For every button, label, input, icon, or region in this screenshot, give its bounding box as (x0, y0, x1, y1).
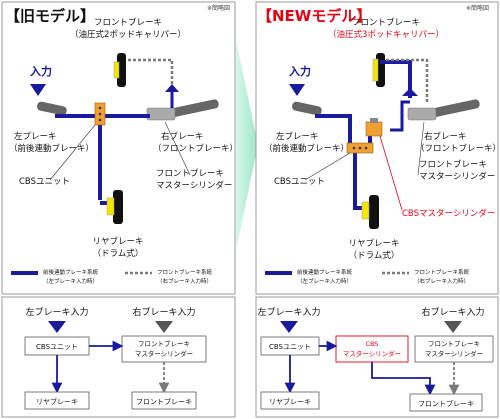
right-brake-sub-label: （フロントブレーキ） (153, 143, 238, 154)
new-rear-wheel (361, 195, 379, 229)
new-flow-master-sub-text: マスターシリンダー (425, 349, 483, 358)
new-model-title: 【NEWモデル】 (257, 7, 371, 25)
new-front-line-arrow-icon (402, 88, 418, 96)
legend-dotted-sub-label: （右ブレーキ入力時） (157, 277, 212, 285)
new-input-arrow-icon (289, 84, 305, 96)
flow-cbs-unit-text: CBSユニット (36, 343, 78, 351)
flow-front-box (131, 391, 197, 410)
new-front-brake-dotted-line (386, 58, 429, 104)
old-model-title: 【旧モデル】 (5, 7, 95, 25)
new-flow-right-input-arrow-icon (444, 321, 462, 333)
new-legend-solid-sub-label: （左ブレーキ入力時） (297, 277, 352, 285)
new-flow-cbs-unit-text: CBSユニット (269, 343, 311, 351)
new-flow-rear-text: リヤブレーキ (269, 397, 311, 406)
new-flow-cbs-master-sub-text: マスターシリンダー (343, 349, 401, 358)
new-right-brake-label: 右ブレーキ (424, 131, 467, 142)
comparison-divider-arrow (236, 40, 258, 250)
cbs-master-cylinder-block (365, 121, 383, 137)
new-flow-right-input-label: 右ブレーキ入力 (421, 306, 484, 318)
flow-left-input-arrow-icon (48, 321, 66, 333)
new-flow-chart: 左ブレーキ入力 右ブレーキ入力 CBSユニット CBS マスターシリンダー フロ… (255, 296, 499, 418)
new-front-brake-caliper-label: （油圧式3ポッドキャリパー） (328, 29, 444, 40)
input-label: 入力 (30, 64, 52, 78)
master-cylinder-sub-label: マスターシリンダー (156, 180, 232, 191)
legend-dotted-label: フロントブレーキ系統 (157, 268, 213, 276)
new-legend-dotted-label: フロントブレーキ系統 (414, 268, 470, 276)
flow-rear-box (24, 391, 90, 410)
front-brake-label: フロントブレーキ (94, 17, 162, 28)
cbs-master-cylinder-label: CBSマスターシリンダー (402, 208, 495, 219)
new-handlebar-graphic (292, 99, 480, 121)
flow-master-text: フロントブレーキ (138, 339, 190, 348)
diagram-note-right: ※簡略図 (466, 4, 489, 12)
right-brake-label: 右ブレーキ (161, 131, 204, 142)
new-flow-left-input-label: 左ブレーキ入力 (257, 306, 320, 318)
front-wheel (113, 53, 126, 87)
new-flow-cbs-master-text: CBS (365, 340, 378, 348)
new-cbs-unit-label: CBSユニット (274, 177, 325, 187)
new-input-label: 入力 (289, 64, 311, 78)
diagram-note: ※簡略図 (207, 4, 230, 12)
flow-front-text: フロントブレーキ (136, 397, 192, 406)
new-model-panel: 【NEWモデル】 ※簡略図 フロントブレーキ （油圧式3ポッドキャリパー） 入力… (255, 1, 500, 295)
new-front-brake-label: フロントブレーキ (352, 17, 420, 28)
flow-right-input-arrow-icon (155, 321, 173, 333)
flow-rear-text: リヤブレーキ (36, 397, 78, 406)
old-model-panel: 【旧モデル】 ※簡略図 フロントブレーキ （油圧式2ポッドキャリパー） 入力 (1, 1, 238, 295)
new-flow-cbs-master-box (335, 335, 409, 363)
left-brake-sub-label: （前後連動ブレーキ） (9, 143, 94, 154)
new-flow-front-box (409, 393, 483, 412)
old-flow-chart: 左ブレーキ入力 右ブレーキ入力 CBSユニット フロントブレーキ マスターシリン… (1, 296, 236, 418)
input-arrow-icon (30, 84, 46, 96)
rear-brake-label: リヤブレーキ (92, 236, 143, 247)
legend-solid-label: 前後連動ブレーキ系統 (43, 268, 99, 276)
front-line-arrow-icon (165, 84, 179, 92)
cbs-unit-label: CBSユニット (19, 177, 70, 187)
new-rear-brake-sub-label: （ドラム式） (349, 250, 400, 261)
legend-solid-sub-label: （左ブレーキ入力時） (43, 277, 98, 285)
front-brake-caliper-label: （油圧式2ポッドキャリパー） (70, 29, 186, 40)
new-flow-front-text: フロントブレーキ (418, 399, 474, 408)
new-flow-rear-box (260, 391, 320, 410)
new-left-brake-sub-label: （前後連動ブレーキ） (264, 143, 349, 154)
new-flow-master-box (414, 335, 494, 363)
flow-left-input-label: 左ブレーキ入力 (25, 306, 88, 318)
flow-master-sub-text: マスターシリンダー (135, 349, 193, 358)
new-master-cylinder-sub-label: マスターシリンダー (419, 171, 495, 182)
rear-wheel (106, 190, 123, 224)
left-brake-label: 左ブレーキ (14, 131, 57, 142)
new-flow-master-text: フロントブレーキ (428, 339, 480, 348)
new-legend-dotted-sub-label: （右ブレーキ入力時） (414, 277, 469, 285)
new-legend-solid-label: 前後連動ブレーキ系統 (297, 268, 353, 276)
new-master-cylinder-label: フロントブレーキ (419, 159, 487, 170)
new-flow-left-input-arrow-icon (280, 321, 298, 333)
rear-brake-sub-label: （ドラム式） (93, 248, 144, 259)
new-left-brake-label: 左ブレーキ (276, 131, 319, 142)
master-cylinder-label: フロントブレーキ (156, 168, 224, 179)
new-right-brake-sub-label: （フロントブレーキ） (416, 143, 500, 154)
new-rear-brake-label: リヤブレーキ (348, 238, 399, 249)
flow-right-input-label: 右ブレーキ入力 (132, 306, 195, 318)
